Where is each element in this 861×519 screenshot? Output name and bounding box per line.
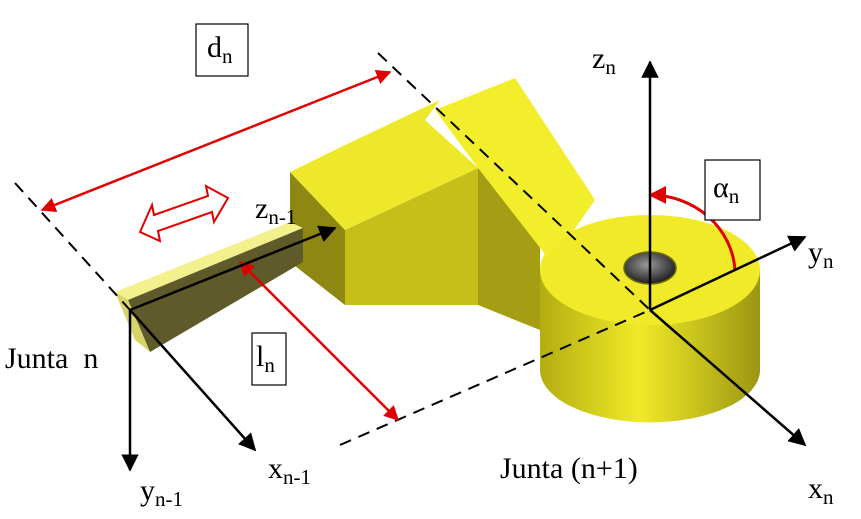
dimensions xyxy=(40,70,400,422)
axes xyxy=(121,60,807,472)
joint-n1-label: Junta (n+1) xyxy=(500,452,638,485)
xn-label: xn xyxy=(808,472,834,509)
rod-top-face xyxy=(115,222,303,300)
joint-n-label: Junta n xyxy=(5,342,98,375)
l-label: ln xyxy=(256,340,275,377)
yn-axis xyxy=(649,235,807,312)
link-body xyxy=(290,78,760,423)
zn1-axis xyxy=(129,225,337,312)
dashed-line-top xyxy=(377,52,651,311)
xn1-label: xn-1 xyxy=(268,452,311,489)
dashed-line-bottom xyxy=(339,309,651,446)
arm-side-face xyxy=(478,168,540,330)
dashed-line-left xyxy=(14,182,131,311)
l-label-box xyxy=(251,332,287,386)
d-label: dn xyxy=(207,31,233,68)
l-dimension-arrow xyxy=(238,260,400,422)
zn-label: zn xyxy=(592,42,616,79)
translation-double-arrow xyxy=(138,184,230,243)
alpha-label: αn xyxy=(713,171,740,208)
yn-label: yn xyxy=(808,236,834,273)
zn1-label: zn-1 xyxy=(255,192,296,229)
d-label-box xyxy=(195,23,249,77)
yn1-label: yn-1 xyxy=(140,474,183,511)
rod-end-face xyxy=(115,292,150,352)
xn1-axis xyxy=(129,309,257,452)
xn-axis xyxy=(649,309,807,447)
d-dimension-arrow xyxy=(40,70,392,212)
reference-lines xyxy=(14,52,651,446)
arm-to-cylinder-top xyxy=(478,78,595,258)
alpha-label-box xyxy=(704,159,761,221)
